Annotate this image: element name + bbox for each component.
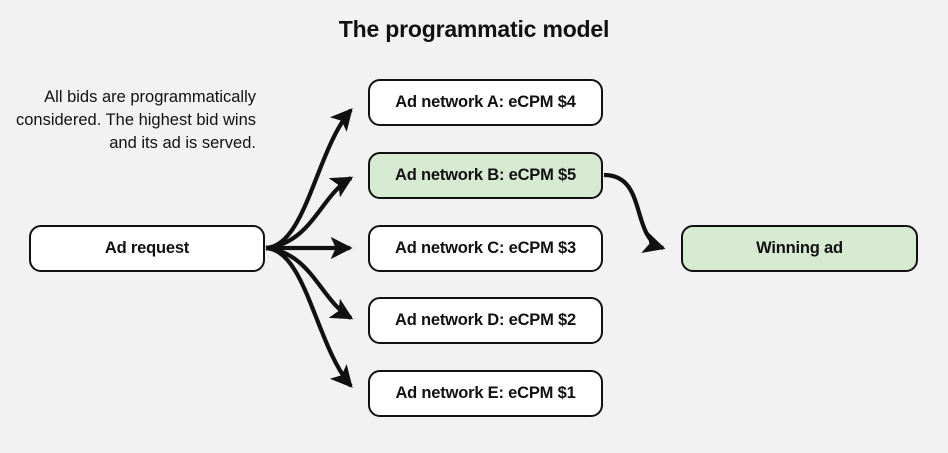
node-ad-network-c[interactable]: Ad network C: eCPM $3 (368, 225, 603, 272)
node-ad-network-a-label: Ad network A: eCPM $4 (395, 93, 576, 111)
node-ad-network-c-label: Ad network C: eCPM $3 (395, 239, 576, 257)
node-ad-request[interactable]: Ad request (29, 225, 265, 272)
node-ad-network-d[interactable]: Ad network D: eCPM $2 (368, 297, 603, 344)
node-ad-network-d-label: Ad network D: eCPM $2 (395, 311, 576, 329)
node-ad-network-b[interactable]: Ad network B: eCPM $5 (368, 152, 603, 199)
node-ad-network-e-label: Ad network E: eCPM $1 (395, 384, 576, 402)
page-title: The programmatic model (338, 16, 610, 42)
edge-ad-request-to-network-e (265, 245, 353, 388)
edge-ad-request-to-network-a (265, 108, 353, 251)
node-ad-request-label: Ad request (104, 239, 190, 257)
edge-ad-request-to-network-d (265, 245, 354, 320)
edge-ad-request-to-network-b (265, 176, 354, 251)
description-text: All bids are programmatically considered… (15, 88, 256, 152)
node-winning-ad[interactable]: Winning ad (681, 225, 918, 272)
node-winning-ad-label: Winning ad (756, 239, 843, 257)
node-ad-network-b-label: Ad network B: eCPM $5 (395, 166, 576, 184)
node-ad-network-e[interactable]: Ad network E: eCPM $1 (368, 370, 603, 417)
node-ad-network-a[interactable]: Ad network A: eCPM $4 (368, 79, 603, 126)
edge-network-b-to-winning-ad (603, 172, 666, 254)
